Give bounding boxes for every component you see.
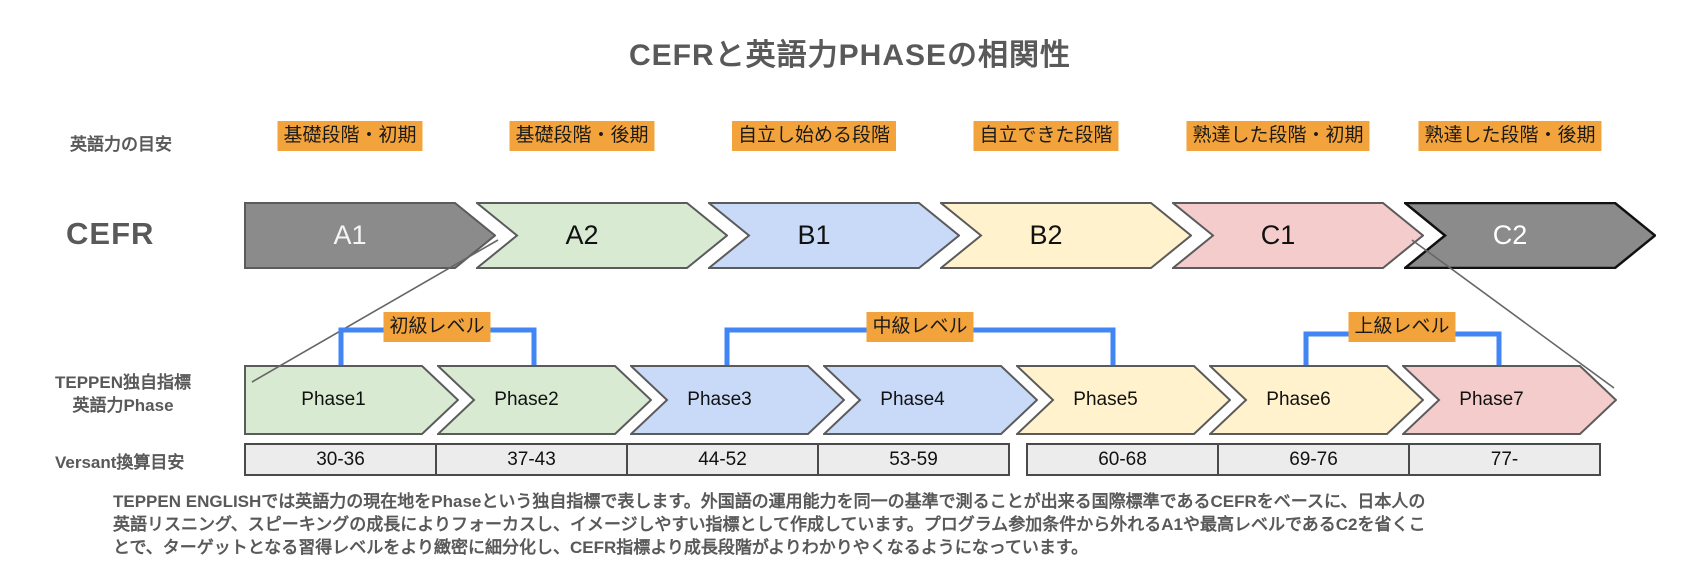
phase-arrow-label: Phase5: [1073, 389, 1138, 410]
versant-cell: 69-76: [1217, 443, 1410, 476]
phase-arrow-label: Phase7: [1459, 389, 1524, 410]
row-label-phase-line1: TEPPEN独自指標: [54, 373, 192, 392]
row-label-phase: TEPPEN独自指標 英語力Phase: [14, 372, 232, 418]
cefr-arrow-label: C1: [1260, 220, 1296, 250]
arrow-shape-svg: [476, 202, 728, 269]
description-line-1: TEPPEN ENGLISHでは英語力の現在地をPhaseという独自指標で表しま…: [113, 492, 1426, 511]
cefr-arrow-a1: A1: [244, 202, 496, 269]
phase-arrow-label: Phase4: [880, 389, 945, 410]
description-line-3: とで、ターゲットとなる習得レベルをより緻密に細分化し、CEFR指標より成長段階が…: [113, 537, 1089, 557]
versant-cell: 37-43: [435, 443, 628, 476]
bracket-label-beginner: 初級レベル: [383, 312, 491, 342]
versant-table-group-a: 30-36 37-43 44-52 53-59: [244, 443, 1010, 476]
phase-arrow-label: Phase6: [1266, 389, 1331, 410]
phase-arrow-7: Phase7: [1402, 365, 1617, 435]
cefr-arrow-label: B1: [797, 220, 831, 250]
phase-arrow-3: Phase3: [630, 365, 845, 435]
phase-arrow-6: Phase6: [1209, 365, 1424, 435]
arrow-shape-svg: [940, 202, 1192, 269]
cefr-arrow-c2: C2: [1404, 202, 1656, 269]
arrow-shape-svg: [437, 365, 652, 435]
cefr-arrow-label: A2: [565, 220, 599, 250]
row-label-versant: Versant換算目安: [55, 453, 185, 472]
page-title: CEFRと英語力PHASEの相関性: [628, 39, 1072, 72]
phase-arrow-1: Phase1: [244, 365, 459, 435]
versant-cell: 53-59: [817, 443, 1010, 476]
stage-label-6: 熟達した段階・後期: [1418, 121, 1602, 151]
cefr-arrow-label: B2: [1029, 220, 1063, 250]
arrow-shape-svg: [630, 365, 845, 435]
bracket-label-advanced: 上級レベル: [1348, 312, 1456, 342]
arrow-shape-svg: [1016, 365, 1231, 435]
arrow-shape-svg: [708, 202, 960, 269]
arrow-shape-svg: [1172, 202, 1424, 269]
phase-arrow-label: Phase1: [301, 389, 366, 410]
row-label-phase-line2: 英語力Phase: [72, 395, 174, 415]
cefr-arrow-b1: B1: [708, 202, 960, 269]
stage-label-3: 自立し始める段階: [731, 121, 897, 151]
cefr-arrow-a2: A2: [476, 202, 728, 269]
arrow-shape-svg: [823, 365, 1038, 435]
stage-label-1: 基礎段階・初期: [277, 121, 423, 151]
phase-arrow-label: Phase2: [494, 389, 559, 410]
phase-arrow-4: Phase4: [823, 365, 1038, 435]
versant-cell: 60-68: [1026, 443, 1219, 476]
stage-label-4: 自立できた段階: [973, 121, 1119, 151]
row-label-cefr: CEFR: [66, 216, 155, 251]
cefr-arrow-b2: B2: [940, 202, 1192, 269]
phase-arrow-5: Phase5: [1016, 365, 1231, 435]
phase-arrow-2: Phase2: [437, 365, 652, 435]
description-line-2: 英語リスニング、スピーキングの成長によりフォーカスし、イメージしやすい指標として…: [113, 514, 1426, 534]
cefr-arrow-c1: C1: [1172, 202, 1424, 269]
bracket-label-intermediate: 中級レベル: [866, 312, 974, 342]
arrow-shape-svg: [1209, 365, 1424, 435]
cefr-arrow-label: A1: [333, 220, 367, 250]
row-label-level-guide: 英語力の目安: [70, 135, 172, 154]
versant-cell: 77-: [1408, 443, 1601, 476]
stage-label-5: 熟達した段階・初期: [1186, 121, 1370, 151]
description-paragraph: TEPPEN ENGLISHでは英語力の現在地をPhaseという独自指標で表しま…: [113, 491, 1603, 559]
versant-cell: 44-52: [626, 443, 819, 476]
cefr-arrow-label: C2: [1492, 220, 1528, 250]
phase-arrow-label: Phase3: [687, 389, 752, 410]
versant-cell: 30-36: [244, 443, 437, 476]
versant-table-group-b: 60-68 69-76 77-: [1026, 443, 1601, 476]
stage-label-2: 基礎段階・後期: [509, 121, 655, 151]
